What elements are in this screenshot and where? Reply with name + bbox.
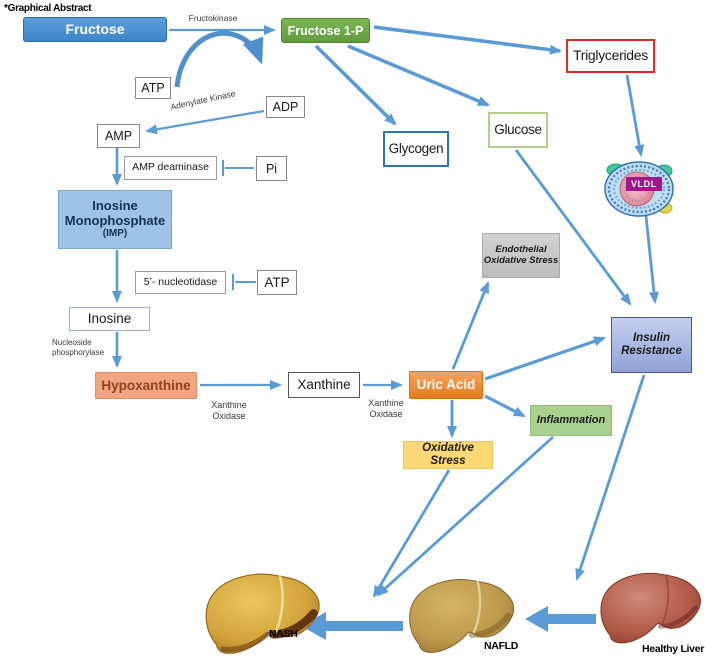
xo2-line1: Xanthine	[368, 398, 404, 408]
enzyme-xanthine-oxidase-2: Xanthine Oxidase	[358, 398, 414, 421]
xo2-line2: Oxidase	[369, 409, 403, 420]
node-insulin-resistance: Insulin Resistance	[611, 317, 692, 373]
node-oxidative-stress: Oxidative Stress	[403, 441, 493, 469]
node-inflammation: Inflammation	[530, 405, 612, 436]
node-xanthine: Xanthine	[288, 372, 360, 398]
node-fructose-1p: Fructose 1-P	[281, 18, 370, 43]
enzyme-nucleoside-phosphorylase: Nucleoside phosphorylase	[52, 338, 112, 358]
arrow-glucose-to-ir	[514, 149, 632, 306]
vldl-shell-dots-inner	[612, 168, 666, 210]
inhibition-pi-amp-deaminase	[222, 160, 254, 176]
healthy-liver-image	[600, 572, 701, 644]
ir-line1: Insulin	[632, 332, 671, 345]
eos-line1: Endothelial	[495, 243, 547, 255]
nafld-liver-image	[409, 579, 515, 653]
arrow-nafld-to-nash	[301, 612, 403, 640]
arrow-vldl-to-ir	[644, 215, 659, 304]
page-title: *Graphical Abstract	[4, 3, 92, 14]
node-endothelial-oxidative-stress: Endothelial Oxidative Stress	[482, 233, 560, 278]
node-inosine: Inosine	[69, 307, 150, 331]
xo1-line2: Oxidase	[212, 411, 246, 422]
node-glycogen: Glycogen	[383, 131, 449, 167]
eos-line2: Oxidative Stress	[483, 254, 559, 266]
nafld-label: NAFLD	[484, 640, 519, 652]
vldl-particle: VLDL	[602, 158, 678, 220]
arrow-inflammation-to-liver	[376, 435, 554, 597]
node-uric-acid: Uric Acid	[409, 371, 483, 399]
vldl-label: VLDL	[626, 177, 662, 191]
node-amp: AMP	[97, 124, 140, 148]
arrow-f1p-to-triglycerides	[373, 25, 562, 55]
arrow-uric-to-endothelial	[451, 281, 490, 370]
imp-line3: (IMP)	[102, 228, 128, 240]
node-atp-mid: ATP	[257, 270, 297, 295]
node-pi: Pi	[256, 156, 287, 181]
node-glucose: Glucose	[488, 112, 548, 148]
arrow-healthy-to-nafld	[525, 606, 596, 632]
nucleoside-line1: Nucleoside	[52, 338, 92, 347]
xo1-line1: Xanthine	[211, 400, 247, 410]
node-amp-deaminase: AMP deaminase	[124, 156, 217, 180]
arrow-triglycerides-to-vldl	[625, 74, 645, 157]
arrow-adp-to-amp	[145, 109, 265, 135]
node-nucleotidase: 5’- nucleotidase	[135, 271, 226, 294]
arrow-oxstress-to-liver	[372, 469, 451, 598]
arrow-atp-adp-arc	[174, 30, 264, 88]
imp-line1: Inosine	[92, 198, 138, 214]
arrow-uric-to-inflammation	[484, 394, 526, 418]
arrow-f1p-to-glycogen	[314, 44, 397, 126]
nash-liver-image	[205, 573, 320, 654]
nash-label: NASH	[269, 628, 298, 640]
node-atp-top: ATP	[135, 77, 171, 99]
healthy-liver-label: Healthy Liver	[642, 643, 705, 655]
node-hypoxanthine: Hypoxanthine	[95, 372, 197, 399]
enzyme-xanthine-oxidase-1: Xanthine Oxidase	[201, 400, 257, 423]
node-triglycerides: Triglycerides	[566, 39, 655, 73]
enzyme-fructokinase: Fructokinase	[188, 13, 238, 23]
arrow-ir-to-liver	[575, 374, 646, 581]
nucleoside-line2: phosphorylase	[52, 348, 105, 357]
arrow-uric-to-ir	[484, 336, 606, 381]
imp-line2: Monophosphate	[64, 212, 166, 228]
node-fructose: Fructose	[23, 17, 167, 42]
arrow-f1p-to-glucose	[347, 44, 490, 107]
vldl-shell-dots-outer	[607, 164, 671, 214]
ir-line2: Resistance	[621, 345, 682, 357]
node-adp: ADP	[266, 96, 305, 118]
node-imp: Inosine Monophosphate (IMP)	[58, 190, 172, 249]
inhibition-atp-nucleotidase	[232, 274, 256, 290]
